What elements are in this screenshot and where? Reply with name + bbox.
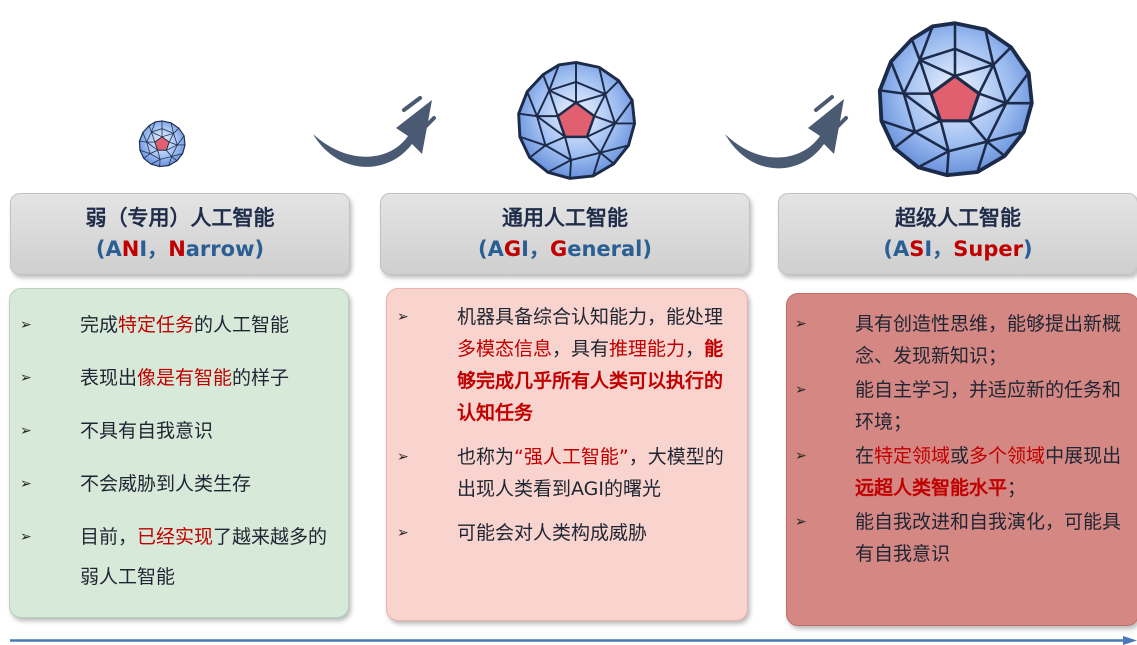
panel-general: ➢ 机器具备综合认知能力，能处理多模态信息，具有推理能力，能够完成几乎所有人类可以… — [386, 288, 748, 621]
bullet-item: ➢ 机器具备综合认知能力，能处理多模态信息，具有推理能力，能够完成几乎所有人类可以… — [395, 301, 739, 429]
bullet-item: ➢ 能自主学习，并适应新的任务和环境； — [793, 374, 1132, 438]
highlighted-text: 已经实现 — [137, 526, 214, 548]
bullet-text: 能自我改进和自我演化，可能具有自我意识 — [855, 506, 1132, 570]
timeline-arrow-icon — [10, 636, 1137, 645]
bullet-text: 完成特定任务的人工智能 — [80, 305, 289, 345]
stage-code: (AGI，General) — [478, 237, 652, 261]
bullet-marker-icon: ➢ — [20, 370, 32, 386]
bullet-item: ➢ 可能会对人类构成威胁 — [395, 517, 739, 549]
text-segment: 不具有自我意识 — [80, 420, 214, 442]
bullet-text: 也称为“强人工智能”，大模型的出现人类看到AGI的曙光 — [457, 441, 737, 505]
text-segment: 在 — [855, 445, 875, 467]
bullet-item: ➢ 能自我改进和自我演化，可能具有自我意识 — [793, 506, 1132, 570]
bullet-marker-icon: ➢ — [795, 316, 807, 332]
gem-icon-general — [517, 60, 637, 180]
text-segment: 能自我改进和自我演化，可能具有自我意识 — [855, 511, 1122, 565]
text-segment: ； — [1007, 477, 1027, 499]
stage-title-text: 通用人工智能 — [502, 206, 628, 230]
stage-code: (ANI，Narrow) — [95, 237, 265, 261]
gem-icon-super — [877, 21, 1034, 178]
bullet-marker-icon: ➢ — [397, 449, 409, 465]
bullet-text: 能自主学习，并适应新的任务和环境； — [855, 374, 1132, 438]
bullet-marker-icon: ➢ — [795, 448, 807, 464]
bullet-text: 表现出像是有智能的样子 — [80, 358, 289, 398]
bullet-text: 具有创造性思维，能够提出新概念、发现新知识； — [855, 308, 1132, 372]
bullet-text: 不会威胁到人类生存 — [80, 464, 251, 504]
bullet-item: ➢ 目前，已经实现了越来越多的弱人工智能 — [18, 517, 340, 597]
gem-icon-narrow — [138, 120, 186, 168]
bullet-marker-icon: ➢ — [20, 476, 32, 492]
bullet-item: ➢ 表现出像是有智能的样子 — [18, 358, 340, 398]
text-segment: 目前， — [80, 526, 138, 548]
highlighted-text: “强人工智能” — [514, 446, 629, 468]
bullet-item: ➢ 完成特定任务的人工智能 — [18, 305, 340, 345]
highlighted-text: 推理能力 — [609, 338, 686, 360]
text-segment: 也称为 — [457, 446, 515, 468]
bullet-marker-icon: ➢ — [20, 317, 32, 333]
bullet-item: ➢ 也称为“强人工智能”，大模型的出现人类看到AGI的曙光 — [395, 441, 739, 505]
text-segment: 不会威胁到人类生存 — [80, 473, 252, 495]
text-segment: ，大模型的出现人类看到AGI的曙光 — [457, 446, 724, 500]
bullet-item: ➢ 在特定领域或多个领域中展现出远超人类智能水平； — [793, 440, 1132, 504]
bullet-item: ➢ 不具有自我意识 — [18, 411, 340, 451]
text-segment: 能自主学习，并适应新的任务和环境； — [855, 379, 1122, 433]
text-segment: 机器具备综合认知能力，能处理 — [457, 306, 724, 328]
text-segment: 可能会对人类构成威胁 — [457, 522, 648, 544]
bullet-marker-icon: ➢ — [397, 525, 409, 541]
text-segment: 或 — [950, 445, 970, 467]
highlighted-text: 多个领域 — [969, 445, 1046, 467]
bullet-text: 可能会对人类构成威胁 — [457, 517, 737, 549]
text-segment: 表现出 — [80, 367, 138, 389]
stage-code: (ASI，Super) — [883, 237, 1033, 261]
stage-title-general: 通用人工智能 (AGI，General) — [380, 193, 750, 275]
bullet-marker-icon: ➢ — [795, 514, 807, 530]
text-segment: ， — [685, 338, 705, 360]
stage-title-text: 超级人工智能 — [895, 206, 1021, 230]
text-segment: 的人工智能 — [194, 314, 290, 336]
stage-title-text: 弱（专用）人工智能 — [85, 206, 275, 230]
bullet-marker-icon: ➢ — [795, 382, 807, 398]
stage-title-super: 超级人工智能 (ASI，Super) — [778, 193, 1137, 275]
text-segment: 中展现出 — [1045, 445, 1122, 467]
panel-super: ➢ 具有创造性思维，能够提出新概念、发现新知识； ➢ 能自主学习，并适应新的任务和环境… — [786, 293, 1137, 626]
bullet-text: 不具有自我意识 — [80, 411, 213, 451]
bullet-text: 在特定领域或多个领域中展现出远超人类智能水平； — [855, 440, 1132, 504]
text-segment: 的样子 — [232, 367, 290, 389]
highlighted-text: 多模态信息 — [457, 338, 553, 360]
highlighted-text: 远超人类智能水平 — [855, 477, 1008, 499]
bullet-marker-icon: ➢ — [397, 309, 409, 325]
highlighted-text: 特定任务 — [118, 314, 195, 336]
highlighted-text: 特定领域 — [874, 445, 951, 467]
text-segment: ，具有 — [552, 338, 610, 360]
curved-arrow-icon — [725, 95, 848, 169]
bullet-marker-icon: ➢ — [20, 529, 32, 545]
text-segment: 了越来越多的弱人工智能 — [80, 526, 328, 588]
text-segment: 完成 — [80, 314, 119, 336]
stage-title-narrow: 弱（专用）人工智能 (ANI，Narrow) — [10, 193, 350, 275]
curved-arrow-icon — [313, 96, 436, 167]
text-segment: 具有创造性思维，能够提出新概念、发现新知识； — [855, 313, 1122, 367]
bullet-item: ➢ 具有创造性思维，能够提出新概念、发现新知识； — [793, 308, 1132, 372]
bullet-marker-icon: ➢ — [20, 423, 32, 439]
highlighted-text: 能够完成几乎所有人类可以执行的认知任务 — [457, 338, 724, 424]
panel-narrow: ➢ 完成特定任务的人工智能 ➢ 表现出像是有智能的样子 ➢ 不具有自我意识 ➢ 不会威胁到人类… — [9, 288, 349, 618]
highlighted-text: 像是有智能 — [137, 367, 233, 389]
bullet-text: 目前，已经实现了越来越多的弱人工智能 — [80, 517, 340, 597]
bullet-text: 机器具备综合认知能力，能处理多模态信息，具有推理能力，能够完成几乎所有人类可以执… — [457, 301, 737, 429]
bullet-item: ➢ 不会威胁到人类生存 — [18, 464, 340, 504]
